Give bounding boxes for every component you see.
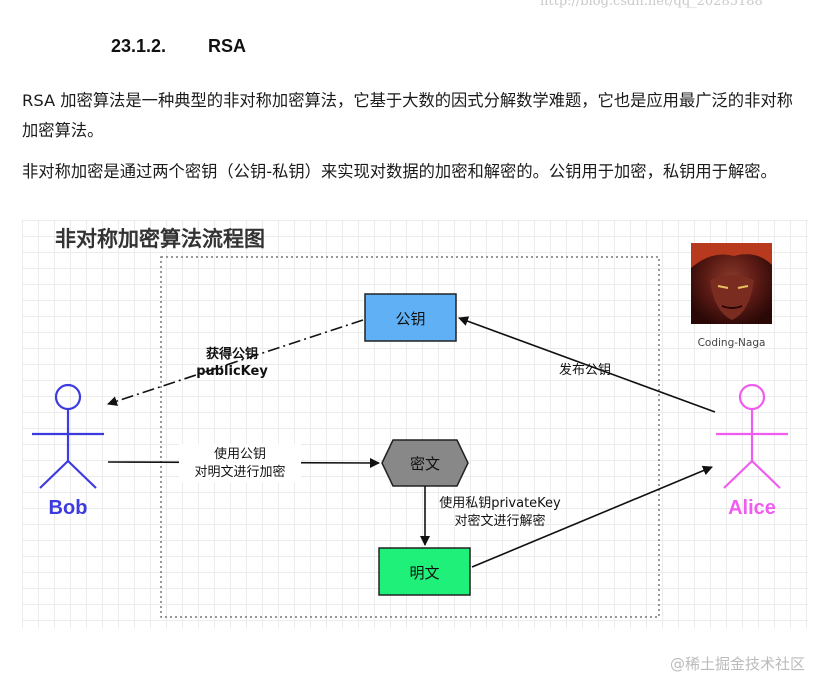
bob-actor [32,383,104,489]
encrypt-label-1: 使用公钥 [214,446,266,462]
rsa-flow-diagram: 非对称加密算法流程图 公钥 密文 明文 Bob [32,227,788,618]
public-key-label: 公钥 [395,310,425,328]
encrypt-label-2: 对明文进行加密 [194,464,285,480]
section-number: 23.1.2. [111,36,167,56]
plaintext-node: 明文 [378,547,471,596]
public-key-node: 公钥 [364,293,457,342]
diagram-title: 非对称加密算法流程图 [55,227,265,251]
alice-label: Alice [728,497,776,519]
decrypt-label-2: 对密文进行解密 [454,513,545,529]
section-heading: 23.1.2. RSA [111,36,246,57]
publish-public-key-label: 发布公钥 [559,362,611,378]
avatar-caption: Coding-Naga [698,337,766,349]
bob-label: Bob [49,497,88,519]
ciphertext-label: 密文 [410,455,440,473]
encrypt-label-bg [179,444,301,482]
author-avatar [691,243,772,324]
paragraph-rsa-intro: RSA 加密算法是一种典型的非对称加密算法，它基于大数的因式分解数学难题，它也是… [22,91,793,140]
section-title: RSA [208,36,247,56]
alice-actor [716,383,788,489]
ciphertext-node: 密文 [381,439,469,487]
plaintext-label: 明文 [409,564,439,582]
get-public-key-label-1: 获得公钥 [206,346,258,362]
blog-url-watermark: http://blog.csdn.net/qq_20285188 [540,0,763,9]
juejin-watermark: @稀土掘金技术社区 [669,655,805,673]
rsa-flow-figure: 非对称加密算法流程图 公钥 密文 明文 Bob [22,220,808,628]
process-boundary-box [160,256,660,618]
decrypt-label-1: 使用私钥privateKey [439,495,561,511]
paragraph-asymmetric-intro: 非对称加密是通过两个密钥（公钥-私钥）来实现对数据的加密和解密的。公钥用于加密，… [22,162,777,181]
get-public-key-arrow [107,319,364,406]
publish-public-key-arrow [458,316,716,413]
deliver-plaintext-arrow [471,465,713,568]
get-public-key-label-2: publicKey [196,364,268,379]
